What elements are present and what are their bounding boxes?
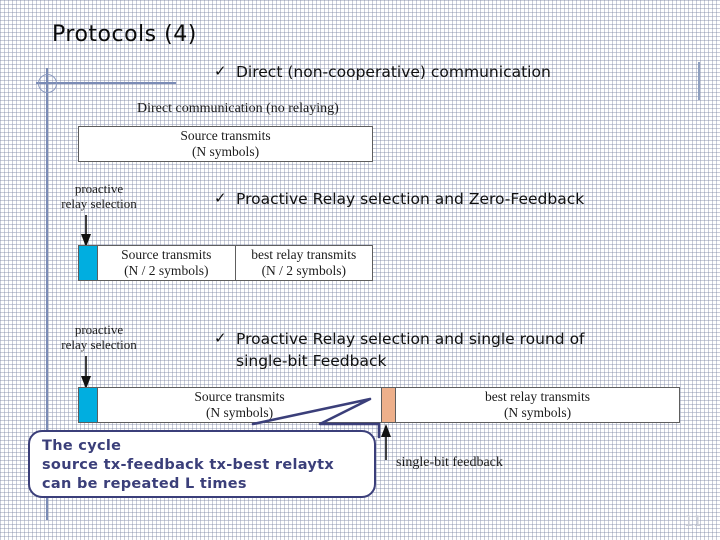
- diagram-2-box-row: Source transmits (N / 2 symbols) best re…: [78, 245, 373, 281]
- diagram-2-relay-selection-swatch: [79, 246, 97, 280]
- cell-line-2: (N symbols): [191, 144, 260, 159]
- diagram-3-feedback-up-arrow: [381, 424, 391, 460]
- diagram-3-cell-best-relay: best relay transmits (N symbols): [395, 388, 679, 422]
- diagram-1-cell-source: Source transmits (N symbols): [79, 127, 372, 161]
- diagram-1-caption: Direct communication (no relaying): [137, 101, 339, 116]
- accent-horizontal-line: [36, 82, 176, 84]
- cell-line-1: best relay transmits: [251, 247, 357, 262]
- checkmark-icon-2: ✓: [214, 189, 227, 207]
- bullet-text-3: Proactive Relay selection and single rou…: [236, 328, 585, 372]
- bullet-text-2: Proactive Relay selection and Zero-Feedb…: [236, 190, 585, 208]
- diagram-3-feedback-swatch: [381, 388, 395, 422]
- diagram-3-cell-source: Source transmits (N symbols): [97, 388, 381, 422]
- diagram-3-relay-selection-swatch: [79, 388, 97, 422]
- page-title: Protocols (4): [52, 22, 197, 47]
- relay-label-line-1: proactive: [74, 322, 124, 337]
- callout-line-2: source tx-feedback tx-best relaytx: [42, 457, 335, 473]
- checkmark-icon-1: ✓: [214, 62, 227, 80]
- relay-label-line-1: proactive: [74, 181, 124, 196]
- checkmark-icon-3: ✓: [214, 329, 227, 347]
- relay-label-line-2: relay selection: [61, 337, 137, 352]
- diagram-1-box-row: Source transmits (N symbols): [78, 126, 373, 162]
- cell-line-1: Source transmits: [121, 247, 212, 262]
- bullet-text-3-line-2: single-bit Feedback: [236, 352, 387, 370]
- diagram-3-relay-label: proactive relay selection: [44, 322, 154, 352]
- cell-line-2: (N symbols): [205, 405, 274, 420]
- cell-line-1: Source transmits: [180, 128, 271, 143]
- callout-line-3: can be repeated L times: [42, 476, 247, 492]
- cell-line-2: (N / 2 symbols): [261, 263, 346, 278]
- cell-line-1: Source transmits: [194, 389, 285, 404]
- diagram-2-cell-best-relay: best relay transmits (N / 2 symbols): [234, 246, 372, 280]
- cell-line-1: best relay transmits: [485, 389, 590, 404]
- accent-vertical-line: [46, 68, 48, 520]
- diagram-3-down-arrow: [81, 356, 91, 389]
- page-number: 11: [684, 514, 702, 530]
- relay-label-line-2: relay selection: [61, 196, 137, 211]
- bullet-text-1: Direct (non-cooperative) communication: [236, 63, 551, 81]
- callout-line-1: The cycle: [42, 438, 122, 454]
- diagram-2-cell-source: Source transmits (N / 2 symbols): [97, 246, 235, 280]
- accent-right-tick: [698, 62, 700, 100]
- bullet-text-3-line-1: Proactive Relay selection and single rou…: [236, 330, 585, 348]
- diagram-3-feedback-caption: single-bit feedback: [396, 455, 503, 470]
- accent-circle: [38, 74, 57, 93]
- cell-line-2: (N symbols): [503, 405, 572, 420]
- cell-line-2: (N / 2 symbols): [124, 263, 209, 278]
- diagram-3-box-row: Source transmits (N symbols) best relay …: [78, 387, 680, 423]
- diagram-2-relay-label: proactive relay selection: [44, 181, 154, 211]
- callout-box: The cycle source tx-feedback tx-best rel…: [28, 430, 376, 498]
- diagram-2-down-arrow: [81, 215, 91, 247]
